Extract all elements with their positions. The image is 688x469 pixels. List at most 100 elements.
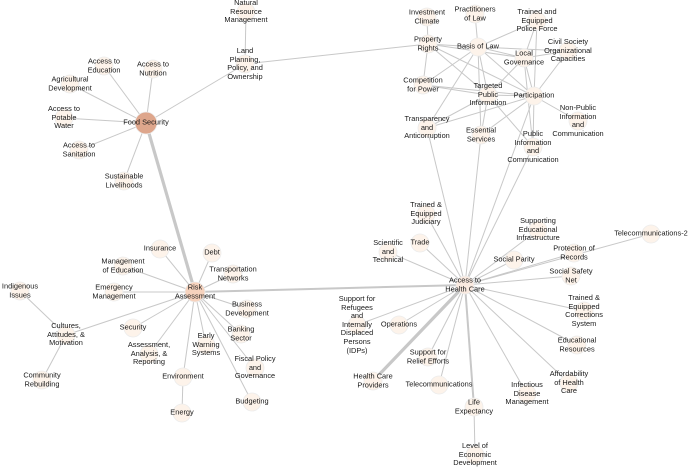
node-budgeting[interactable] bbox=[242, 392, 262, 412]
node-label-telecommunications: Telecommunications bbox=[405, 379, 473, 389]
node-debt[interactable] bbox=[202, 243, 222, 263]
node-social-parity[interactable] bbox=[504, 250, 524, 270]
node-scientific-technical[interactable] bbox=[378, 242, 398, 262]
node-telecom2[interactable] bbox=[641, 224, 661, 244]
node-business-dev[interactable] bbox=[237, 299, 257, 319]
edge-access-health-to-risk-assessment bbox=[194, 284, 466, 293]
node-operations[interactable] bbox=[389, 315, 409, 335]
node-access-nutrition[interactable] bbox=[143, 59, 163, 79]
node-educational-resources[interactable] bbox=[567, 335, 587, 355]
node-environment[interactable] bbox=[173, 367, 193, 387]
node-indigenous[interactable] bbox=[10, 281, 30, 301]
node-trade[interactable] bbox=[410, 233, 430, 253]
node-food-security[interactable] bbox=[134, 111, 158, 135]
node-non-public-info[interactable] bbox=[568, 111, 588, 131]
node-label-competition-power: Competition for Power bbox=[403, 75, 443, 93]
node-sustainable-livelihoods[interactable] bbox=[114, 171, 134, 191]
node-access-health[interactable] bbox=[455, 275, 475, 295]
node-targeted-public[interactable] bbox=[478, 85, 498, 105]
edge-access-health-to-transparency bbox=[426, 127, 466, 286]
node-infectious-disease[interactable] bbox=[517, 384, 537, 404]
edge-land-planning-to-property-rights bbox=[244, 43, 429, 65]
node-label-social-safety: Social Safety Net bbox=[549, 266, 593, 284]
node-community-rebuilding[interactable] bbox=[32, 370, 52, 390]
node-label-cultures: Cultures, Attitudes, & Motivation bbox=[47, 321, 85, 348]
node-label-protection-records: Protection of Records bbox=[553, 243, 595, 261]
node-banking[interactable] bbox=[231, 324, 251, 344]
node-label-indigenous: Indigenous Issues bbox=[1, 281, 39, 299]
node-telecommunications[interactable] bbox=[429, 375, 449, 395]
node-label-insurance: Insurance bbox=[143, 243, 177, 253]
node-support-refugees[interactable] bbox=[347, 315, 367, 335]
edge-food-security-to-access-education bbox=[103, 65, 147, 124]
node-basis-law[interactable] bbox=[468, 37, 488, 57]
node-label-local-governance: Local Governance bbox=[503, 48, 545, 66]
node-label-energy: Energy bbox=[170, 407, 194, 417]
node-social-safety[interactable] bbox=[561, 266, 581, 286]
node-label-management-education: Management of Education bbox=[101, 256, 145, 274]
node-investment-climate[interactable] bbox=[417, 7, 437, 27]
edge-food-security-to-potable-water bbox=[63, 117, 147, 124]
node-insurance[interactable] bbox=[150, 239, 170, 259]
node-local-governance[interactable] bbox=[514, 48, 534, 68]
edge-access-health-to-protection-records bbox=[464, 252, 575, 286]
node-protection-records[interactable] bbox=[564, 243, 584, 263]
node-land-planning[interactable] bbox=[235, 54, 255, 74]
node-natural-resource[interactable] bbox=[236, 2, 256, 22]
edge-access-health-to-affordability bbox=[464, 284, 570, 384]
edge-property-rights-to-participation bbox=[427, 43, 535, 97]
node-civil-society[interactable] bbox=[558, 41, 578, 61]
node-property-rights[interactable] bbox=[418, 34, 438, 54]
node-risk-assessment[interactable] bbox=[184, 281, 206, 303]
node-level-economic[interactable] bbox=[465, 445, 485, 465]
node-label-risk-assessment: Risk Assessment bbox=[174, 282, 216, 300]
node-cultures[interactable] bbox=[56, 325, 76, 345]
edge-food-security-to-risk-assessment bbox=[144, 122, 197, 293]
node-life-expectancy[interactable] bbox=[464, 397, 484, 417]
edge-access-health-to-supporting-edu bbox=[464, 229, 539, 286]
node-management-education[interactable] bbox=[113, 256, 133, 276]
node-participation[interactable] bbox=[524, 86, 544, 106]
node-supporting-edu[interactable] bbox=[528, 220, 548, 240]
node-trained-police[interactable] bbox=[527, 11, 547, 31]
node-essential-services[interactable] bbox=[471, 125, 491, 145]
edge-access-health-to-operations bbox=[398, 284, 466, 326]
node-label-trained-police: Trained and Equipped Police Force bbox=[516, 7, 558, 34]
edge-access-health-to-public-info bbox=[464, 146, 534, 286]
edge-basis-law-to-competition-power bbox=[422, 46, 479, 86]
node-label-support-refugees: Support for Refugees and Internally Disp… bbox=[338, 293, 376, 355]
node-label-food-security: Food Security bbox=[123, 117, 169, 127]
node-trained-judiciary[interactable] bbox=[416, 204, 436, 224]
node-potable-water[interactable] bbox=[54, 108, 74, 128]
node-practitioners-law[interactable] bbox=[465, 4, 485, 24]
node-competition-power[interactable] bbox=[413, 75, 433, 95]
node-agricultural-dev[interactable] bbox=[60, 74, 80, 94]
edge-participation-to-competition-power bbox=[422, 84, 535, 97]
node-security[interactable] bbox=[123, 318, 143, 338]
edge-basis-law-to-trained-police bbox=[477, 20, 538, 48]
node-transparency[interactable] bbox=[417, 118, 437, 138]
node-public-info[interactable] bbox=[523, 137, 543, 157]
node-health-care-providers[interactable] bbox=[363, 371, 383, 391]
edge-risk-assessment-to-environment bbox=[182, 291, 196, 378]
node-transportation[interactable] bbox=[223, 264, 243, 284]
node-assessment-analysis[interactable] bbox=[139, 344, 159, 364]
node-early-warning[interactable] bbox=[196, 335, 216, 355]
node-trained-corrections[interactable] bbox=[574, 301, 594, 321]
node-emergency-mgmt[interactable] bbox=[104, 282, 124, 302]
edge-access-health-to-life-expectancy bbox=[464, 284, 475, 408]
edge-participation-to-transparency bbox=[426, 95, 535, 129]
node-label-trained-corrections: Trained & Equipped Corrections System bbox=[565, 292, 603, 328]
edge-access-health-to-scientific-technical bbox=[387, 251, 466, 286]
node-support-relief[interactable] bbox=[418, 347, 438, 367]
node-label-access-education: Access to Education bbox=[87, 56, 121, 74]
node-access-sanitation[interactable] bbox=[69, 140, 89, 160]
node-label-access-health: Access to Health Care bbox=[445, 275, 485, 293]
node-energy[interactable] bbox=[172, 403, 192, 423]
edge-participation-to-civil-society bbox=[533, 50, 569, 97]
node-access-education[interactable] bbox=[94, 56, 114, 76]
edge-food-security-to-land-planning bbox=[145, 63, 246, 124]
node-fiscal-policy[interactable] bbox=[245, 358, 265, 378]
node-affordability[interactable] bbox=[559, 373, 579, 393]
edge-risk-assessment-to-management-education bbox=[122, 265, 196, 293]
